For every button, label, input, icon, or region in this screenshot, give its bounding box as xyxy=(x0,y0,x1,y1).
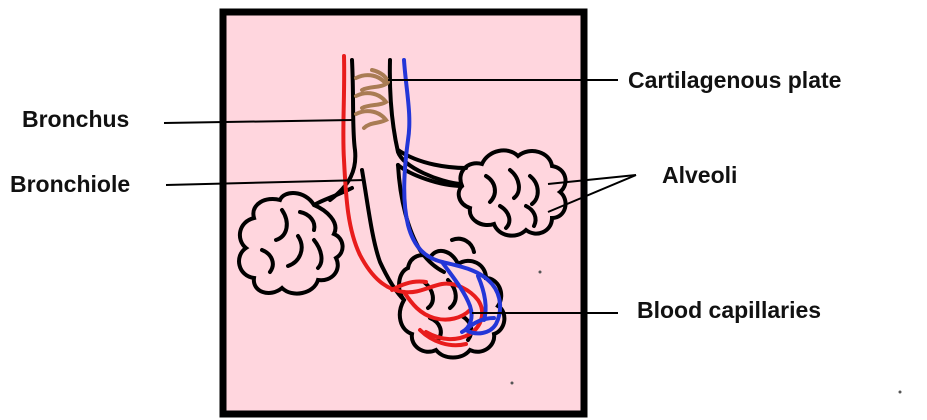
label-cartilaginous-plate: Cartilagenous plate xyxy=(628,67,841,93)
speck xyxy=(899,391,902,394)
speck xyxy=(539,271,542,274)
speck xyxy=(511,382,514,385)
label-bronchiole: Bronchiole xyxy=(10,171,130,197)
label-alveoli: Alveoli xyxy=(662,162,737,188)
label-bronchus: Bronchus xyxy=(22,106,129,132)
label-blood-capillaries: Blood capillaries xyxy=(637,297,821,323)
